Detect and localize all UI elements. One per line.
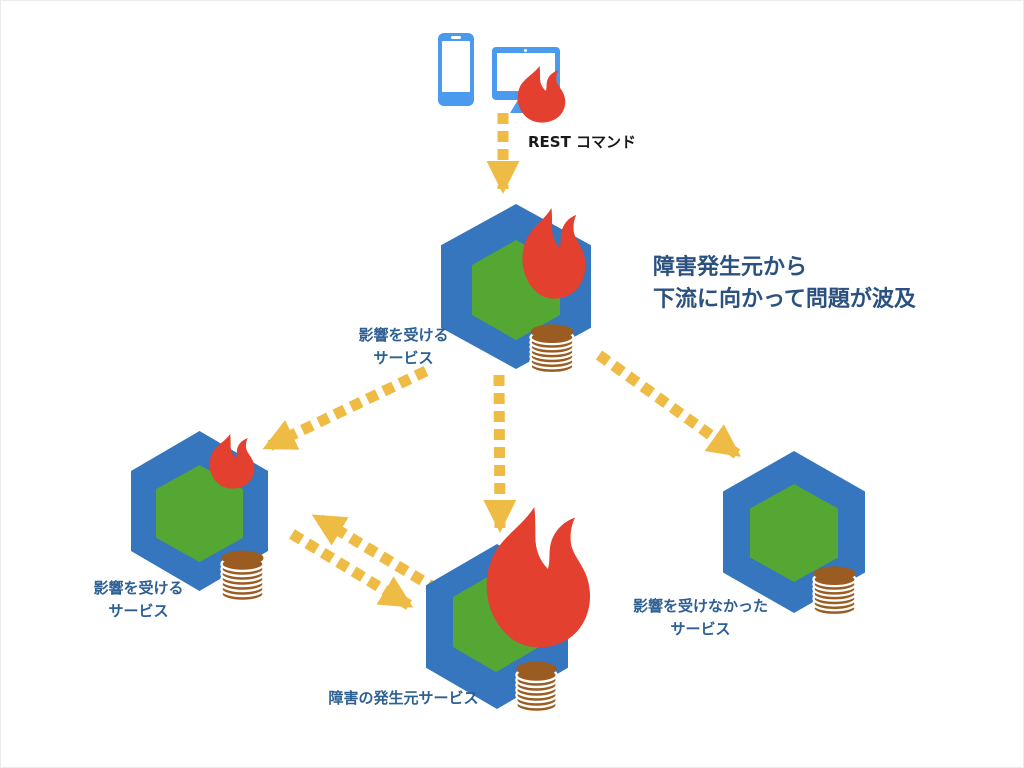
fire-icon-large bbox=[481, 507, 596, 651]
monitor-camera-dot bbox=[524, 49, 527, 52]
rest-command-label: REST コマンド bbox=[528, 133, 637, 151]
arrow-upstream-to-left bbox=[262, 366, 429, 452]
arrow-upstream-to-origin bbox=[483, 374, 517, 533]
smartphone-icon bbox=[438, 33, 474, 106]
fire-icon bbox=[519, 208, 589, 301]
label-unaffected-service: 影響を受けなかった サービス bbox=[632, 597, 768, 638]
fire-icon bbox=[207, 434, 257, 490]
label-failure-origin-service: 障害の発生元サービス bbox=[328, 689, 479, 707]
database-icon bbox=[514, 659, 559, 713]
headline-text: 障害発生元から 下流に向かって問題が波及 bbox=[653, 255, 916, 312]
label-upstream-service: 影響を受ける サービス bbox=[358, 326, 449, 367]
database-icon bbox=[528, 322, 576, 374]
label-left-affected-service: 影響を受ける サービス bbox=[93, 579, 184, 620]
arrow-left-to-origin bbox=[289, 529, 414, 610]
smartphone-screen bbox=[442, 41, 470, 92]
smartphone-speaker bbox=[451, 36, 461, 39]
fire-icon bbox=[515, 66, 568, 124]
database-icon bbox=[219, 548, 266, 602]
arrow-upstream-to-unaffected bbox=[595, 350, 742, 459]
database-icon bbox=[811, 564, 858, 616]
